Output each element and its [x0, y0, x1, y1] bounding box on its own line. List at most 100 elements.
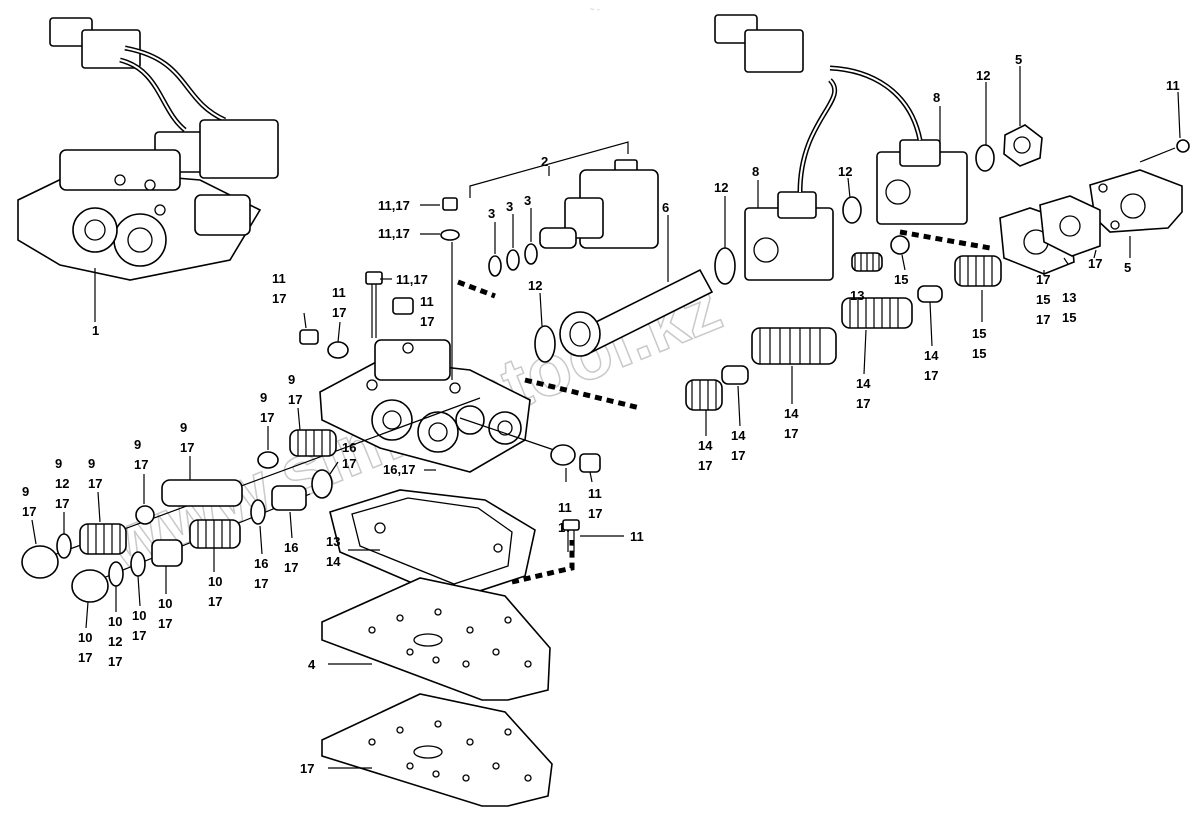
callout-3b: 3: [506, 199, 513, 214]
bolt-11-17-center: [365, 271, 383, 338]
callout-7: 5: [1015, 52, 1022, 67]
callout-16-17c: 16: [254, 556, 268, 571]
callout-9-17a: 9: [288, 372, 295, 387]
callout-9-17b2: 17: [260, 410, 274, 425]
bolt-part-11-right: [1139, 139, 1190, 163]
callout-14-17d2: 17: [856, 396, 870, 411]
nut-part-7: [1003, 124, 1043, 167]
callout-11-17b: 11: [332, 285, 346, 300]
callout-10-17d: 10: [208, 574, 222, 589]
callout-12b: 12: [714, 180, 728, 195]
callout-11-17c: 11: [420, 294, 434, 309]
screw-11-17-top: [440, 197, 460, 380]
callout-13-15-17a: 17: [1036, 272, 1050, 287]
callout-14-17e: 14: [924, 348, 939, 363]
callout-15-17a2: 15: [1062, 310, 1076, 325]
callout-14-17d: 14: [856, 376, 871, 391]
callout-1117c: 11,17: [396, 272, 428, 287]
flange-gaskets: [999, 195, 1101, 275]
callout-9-17f: 9: [22, 484, 29, 499]
callout-10-17c: 10: [158, 596, 172, 611]
callout-10-17c2: 17: [158, 616, 172, 631]
callout-16-17a: 16: [342, 440, 356, 455]
coil-part-8b: [829, 65, 968, 225]
callout-14-17f2: 15: [972, 346, 986, 361]
callout-11-17d2: 17: [588, 506, 602, 521]
callout-10-12-17a3: 17: [108, 654, 122, 669]
callout-10-17a: 10: [78, 630, 92, 645]
callout-9-17c: 9: [180, 420, 187, 435]
callout-14-17f: 15: [972, 326, 986, 341]
callout-8b: 8: [933, 90, 940, 105]
callout-11-17e: 11: [558, 500, 572, 515]
callout-11r: 11: [1166, 78, 1180, 93]
callout-10-17d2: 17: [208, 594, 222, 609]
callout-15b: 15: [894, 272, 908, 287]
callout-14-17e2: 17: [924, 368, 938, 383]
callout-3a: 3: [488, 206, 495, 221]
valve-assembly-part-1: [17, 17, 279, 281]
callout-9-17e2: 17: [88, 476, 102, 491]
spring-chain-right: [685, 235, 1002, 411]
callout-1617a: 16,17: [383, 462, 416, 477]
corner-mark: ~ -: [590, 5, 600, 14]
callout-14-17b: 14: [731, 428, 746, 443]
callout-11-17a2: 17: [272, 291, 286, 306]
callout-14-17b2: 17: [731, 448, 745, 463]
callout-9-12-17a3: 17: [55, 496, 69, 511]
callout-16-17b2: 17: [284, 560, 298, 575]
callout-12d: 12: [976, 68, 990, 83]
gasket-13-17: [329, 489, 536, 601]
callout-1117b: 11,17: [378, 226, 410, 241]
callout-3c: 3: [524, 193, 531, 208]
plate-part-13: [321, 693, 553, 807]
plate-part-4: [321, 577, 551, 701]
callout-1117a: 11,17: [378, 198, 410, 213]
plug-11-17-top: [392, 297, 414, 315]
callout-16-17b: 16: [284, 540, 298, 555]
callout-9-17c2: 17: [180, 440, 194, 455]
callout-11-17d: 11: [588, 486, 602, 501]
plug-11-17-left: [299, 329, 349, 359]
callout-1: 1: [92, 323, 99, 338]
callout-13: 17: [300, 761, 314, 776]
bolt-11-lower: [562, 519, 580, 552]
callout-10-17b: 10: [132, 608, 146, 623]
callout-9-17e: 9: [88, 456, 95, 471]
callout-15a: 13: [850, 288, 864, 303]
callout-13-17a: 13: [326, 534, 340, 549]
callout-10-17b2: 17: [132, 628, 146, 643]
callout-11-17a: 11: [272, 271, 286, 286]
connector-right: [714, 14, 804, 73]
callout-4: 4: [308, 657, 316, 672]
callout-13-15-17b: 17: [1088, 256, 1102, 271]
callout-9-12-17a: 9: [55, 456, 62, 471]
callout-10-17a2: 17: [78, 650, 92, 665]
callout-2: 2: [541, 154, 548, 169]
callout-16-17c2: 17: [254, 576, 268, 591]
callout-14-17c2: 17: [784, 426, 798, 441]
callout-11b: 11: [630, 529, 644, 544]
callout-11-17c2: 17: [420, 314, 434, 329]
callout-9-12-17a2: 12: [55, 476, 69, 491]
cover-part-5: [1089, 169, 1183, 233]
callout-14-17a: 14: [698, 438, 713, 453]
callout-10-12-17a: 10: [108, 614, 122, 629]
callout-9-17f2: 17: [22, 504, 36, 519]
valve-housing: [319, 339, 531, 473]
callout-13-15-17a3: 17: [1036, 312, 1050, 327]
coil-part-8a: [744, 78, 838, 281]
callout-6: 6: [662, 200, 669, 215]
callout-9-17a2: 17: [288, 392, 302, 407]
callout-8a: 8: [752, 164, 759, 179]
callout-12c: 12: [838, 164, 852, 179]
callout-9-17d2: 17: [134, 457, 148, 472]
tube-part-6: [559, 268, 714, 357]
callout-13-15-17a2: 15: [1036, 292, 1050, 307]
callout-5: 5: [1124, 260, 1131, 275]
callout-12a: 12: [528, 278, 542, 293]
callout-14-17c: 14: [784, 406, 799, 421]
solenoid-part-2: [469, 141, 659, 277]
callout-9-17b: 9: [260, 390, 267, 405]
